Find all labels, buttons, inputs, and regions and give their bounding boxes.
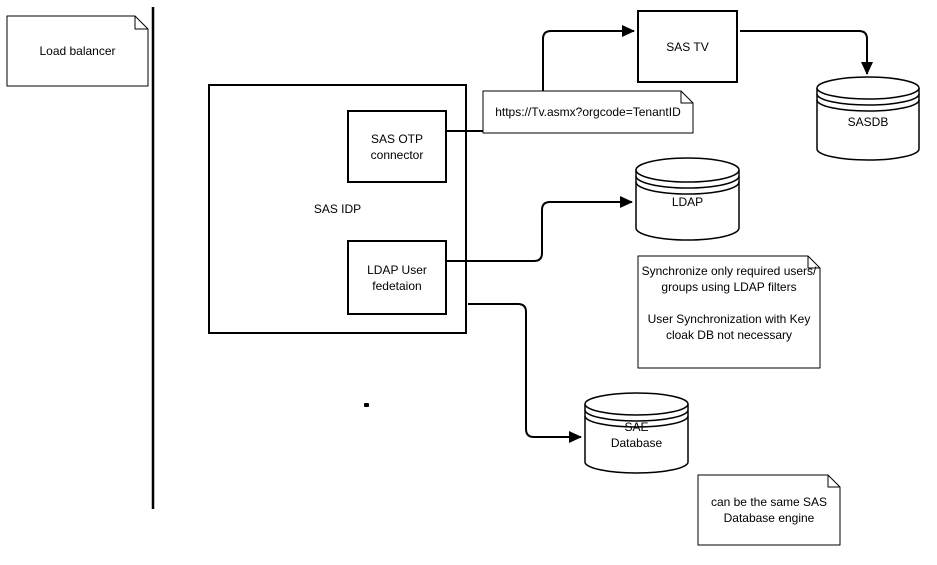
ldapuser-to-ldap-connector[interactable] <box>447 196 633 262</box>
same-engine-note-shape[interactable] <box>697 474 841 546</box>
sync-note-shape[interactable] <box>637 255 821 369</box>
ldap-database-cylinder[interactable] <box>635 157 740 241</box>
ldap-user-federation-node[interactable] <box>347 240 447 315</box>
sas-idp-node[interactable] <box>208 84 467 334</box>
sastv-to-sasdb-connector[interactable] <box>740 30 873 75</box>
load-balancer-note-shape[interactable] <box>6 15 149 87</box>
idp-to-saedb-connector[interactable] <box>468 303 582 443</box>
sae-database-cylinder[interactable] <box>584 392 689 474</box>
stray-dot <box>364 403 369 407</box>
tenant-url-note-shape[interactable] <box>482 90 694 134</box>
sas-tv-node[interactable] <box>637 10 738 83</box>
sas-otp-connector-node[interactable] <box>347 110 447 183</box>
sasdb-database-cylinder[interactable] <box>816 76 920 161</box>
